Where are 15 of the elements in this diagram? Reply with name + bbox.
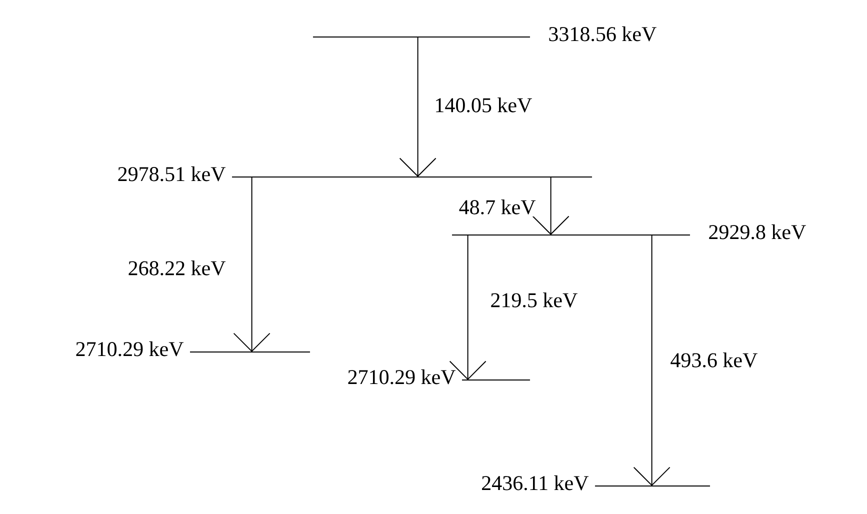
energy-level: 2710.29 keV: [348, 369, 530, 384]
energy-level: 3318.56 keV: [312, 26, 656, 42]
energy-level: 2436.11 keV: [482, 475, 710, 490]
edge-label: 493.6 keV: [668, 350, 760, 370]
energy-level: 2929.8 keV: [452, 224, 806, 240]
edge-label: 219.5 keV: [488, 290, 580, 310]
edge-label: 140.05 keV: [432, 96, 534, 114]
edge-label: 48.7 keV: [456, 198, 538, 216]
transition-arrow: [633, 234, 670, 486]
transition-arrow: [399, 36, 436, 177]
energy-level: 2978.51 keV: [118, 166, 592, 182]
energy-level: 2710.29 keV: [76, 341, 310, 356]
transition-arrow: [449, 234, 486, 380]
transition-arrow: [233, 176, 270, 352]
edge-label: 268.22 keV: [126, 258, 228, 278]
